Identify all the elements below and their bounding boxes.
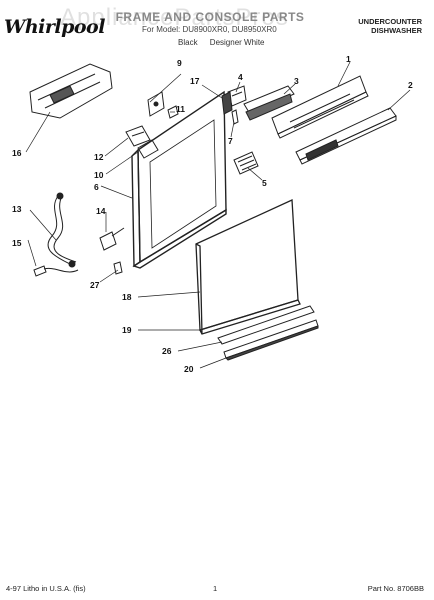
callout-16: 16 [12,148,22,158]
callout-15: 15 [12,238,22,248]
model-numbers: For Model: DU8900XR0, DU8950XR0 [142,25,277,34]
callout-17: 17 [190,76,200,86]
color-option-black: Black [178,38,198,47]
part-20-kickplate-trim [223,319,319,361]
part-27-screw [113,261,123,275]
part-7-screw [231,109,239,125]
color-options: Black Designer White [178,38,274,47]
callout-1: 1 [346,54,351,64]
part-6-door-frame [131,90,227,269]
part-12-hinge [125,125,151,147]
part-2-console-trim [295,107,397,165]
callout-10: 10 [94,170,104,180]
callout-26: 26 [162,346,172,356]
part-number: Part No. 8706BB [367,584,424,593]
watermark: AppliancePartsPros [60,4,289,31]
diagram-title: FRAME AND CONSOLE PARTS [115,10,305,24]
part-13-wire-harness [47,192,77,268]
callout-27: 27 [90,280,100,290]
part-9-bracket [147,91,165,117]
part-1-console-panel [271,75,369,139]
callout-2: 2 [408,80,413,90]
callout-13: 13 [12,204,22,214]
part-5-vent [233,151,259,175]
part-14-switch [99,227,125,251]
part-18-outer-panel [195,199,301,335]
color-option-designer-white: Designer White [209,38,265,47]
callout-12: 12 [94,152,104,162]
callout-5: 5 [262,178,267,188]
callout-18: 18 [122,292,132,302]
leader-lines [25,61,411,369]
callout-14: 14 [96,206,106,216]
callout-4: 4 [238,72,243,82]
callout-20: 20 [184,364,194,374]
brand-logo: Whirlpool [4,16,105,38]
callout-6: 6 [94,182,99,192]
product-line-2: DISHWASHER [371,26,422,35]
part-17-bracket [221,91,233,115]
part-11-screw [167,105,179,119]
part-3-control-module [243,85,295,121]
part-10-latch [137,139,159,159]
callout-11: 11 [176,104,185,114]
callout-19: 19 [122,325,132,335]
product-type: UNDERCOUNTER DISHWASHER [358,17,422,35]
litho-note: 4-97 Litho in U.S.A. (fis) [6,584,86,593]
page-number: 1 [213,584,218,593]
callout-3: 3 [294,76,299,86]
product-line-1: UNDERCOUNTER [358,17,422,26]
part-15-sensor [33,265,79,277]
callout-9: 9 [177,58,182,68]
part-16-console-endcap [29,63,113,119]
callout-7: 7 [228,136,233,146]
